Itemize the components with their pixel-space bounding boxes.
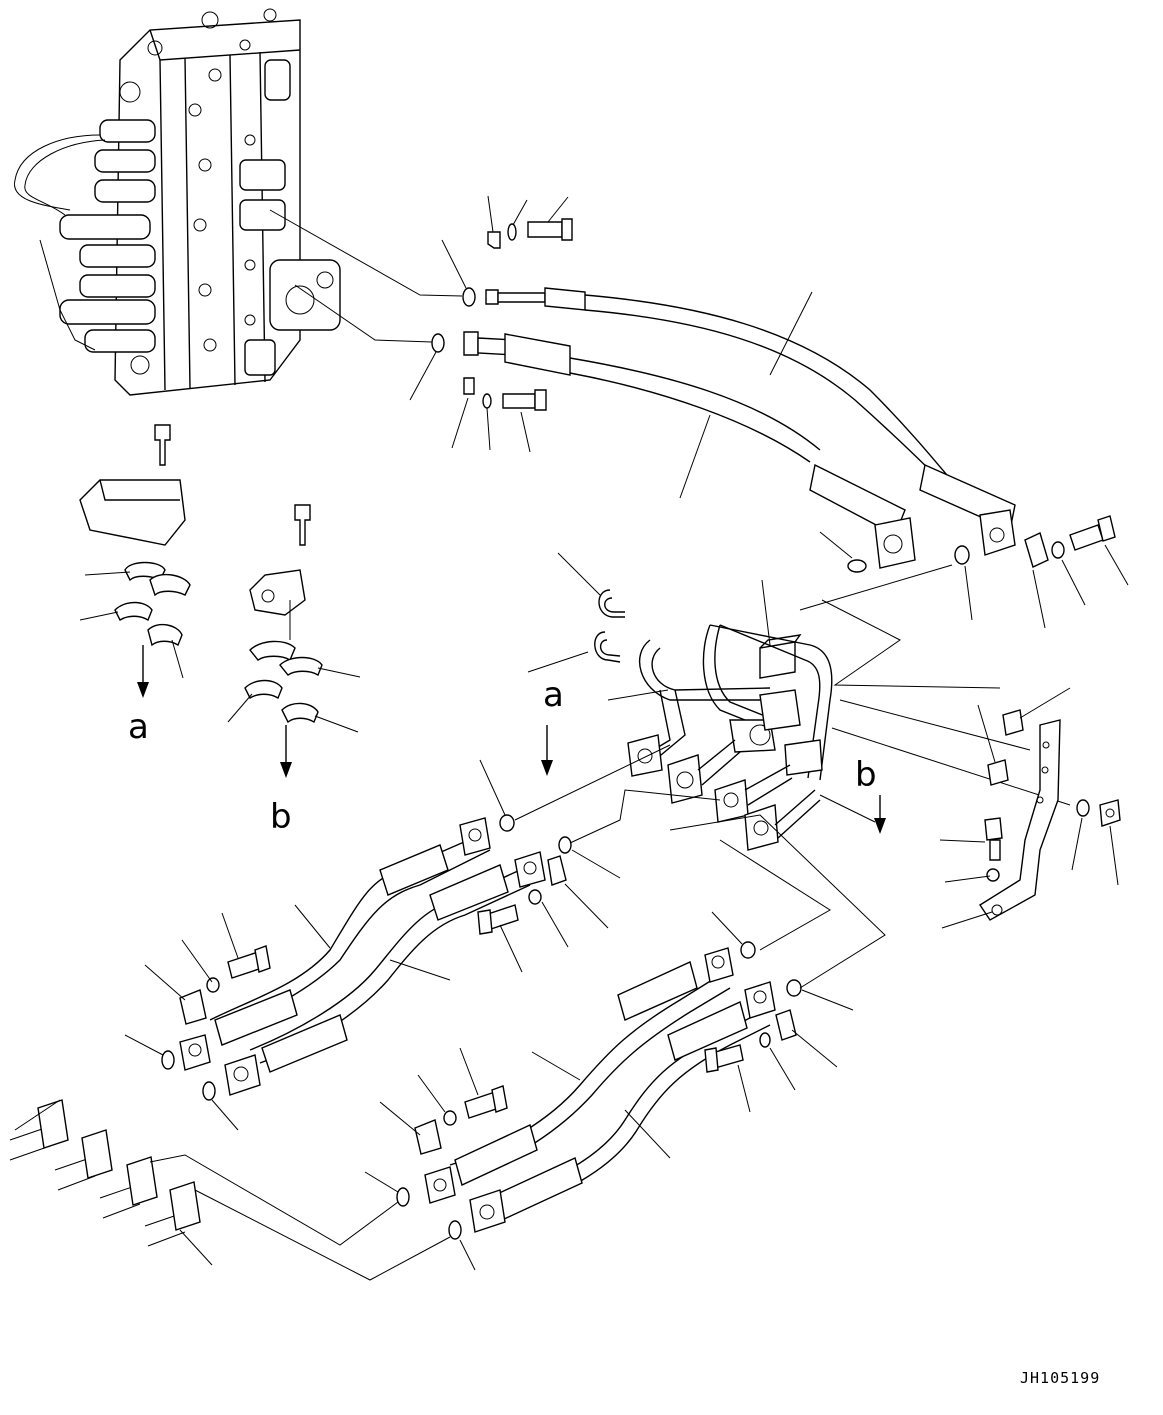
routing-guide-lines xyxy=(514,744,886,989)
clamp-assembly-left xyxy=(79,424,191,647)
bracket-leaders xyxy=(939,687,1119,929)
view-arrow-a-left: a xyxy=(128,645,149,747)
phantom-pipe-ends xyxy=(9,1099,201,1247)
drawing-code: JH105199 xyxy=(1020,1369,1100,1387)
clamp-left-leaders xyxy=(79,571,184,679)
view-label-b-left: b xyxy=(270,797,292,837)
middle-hose-assembly xyxy=(161,814,572,1101)
upper-hose-assembly xyxy=(431,287,1016,573)
leader-lines-valve xyxy=(269,209,463,343)
view-label-a-left: a xyxy=(128,707,149,747)
view-arrow-a-center: a xyxy=(541,675,564,776)
lower-hose-assembly xyxy=(396,941,802,1240)
lower-hose-leaders xyxy=(364,911,854,1271)
clamp-center-leaders xyxy=(227,600,361,733)
view-label-a-center: a xyxy=(543,675,564,715)
control-valve-assembly xyxy=(14,8,341,396)
upper-hose-fasteners xyxy=(463,218,1116,568)
manifold-block-assembly xyxy=(594,589,833,851)
phantom-pipe-leaders xyxy=(14,1099,451,1281)
clamp-assembly-center xyxy=(244,504,323,724)
view-label-b-right: b xyxy=(855,755,877,795)
support-bracket xyxy=(979,709,1121,921)
view-arrow-b-left: b xyxy=(270,725,292,837)
middle-hose-leaders xyxy=(124,759,621,1131)
view-arrow-b-right: b xyxy=(855,755,886,834)
manifold-leaders xyxy=(527,552,1071,823)
upper-hose-leaders xyxy=(409,195,1129,629)
